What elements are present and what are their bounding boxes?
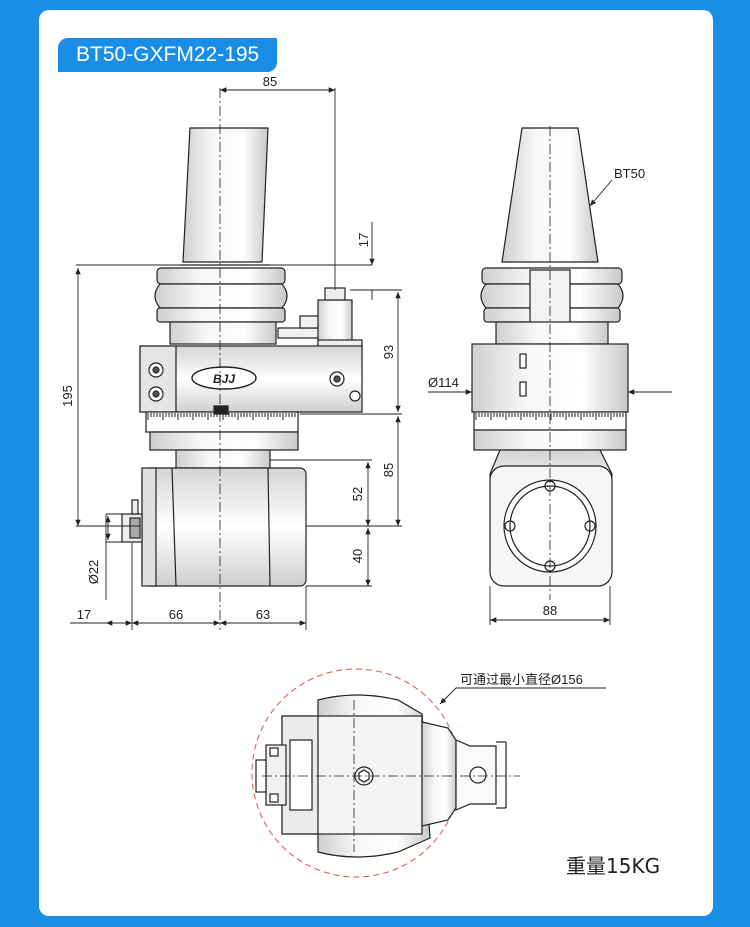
dim-17-small: 17 (356, 233, 371, 247)
brand-logo-oval (191, 366, 257, 390)
dim-52: 52 (350, 487, 365, 501)
front-scale-ticks (147, 413, 296, 420)
dim-17-left: 17 (77, 607, 91, 622)
front-view (121, 127, 363, 587)
dim-66: 66 (169, 607, 183, 622)
min-pass-diameter-label: 可通过最小直径Ø156 (460, 672, 583, 687)
dim-dia-22: Ø22 (86, 560, 101, 585)
dim-195: 195 (60, 385, 75, 407)
dim-93: 93 (381, 345, 396, 359)
dim-88: 88 (543, 603, 557, 618)
top-view (251, 668, 606, 878)
dim-63: 63 (256, 607, 270, 622)
taper-label: BT50 (614, 166, 645, 181)
side-scale-ticks (475, 413, 624, 420)
front-flange (156, 267, 286, 285)
model-title: BT50-GXFM22-195 (58, 38, 278, 72)
dim-40: 40 (350, 549, 365, 563)
front-dimension-texts: 85 17 195 93 85 52 40 Ø22 17 66 63 (60, 74, 396, 622)
side-dimension-lines (428, 179, 672, 625)
dim-dia-114: Ø114 (428, 375, 459, 390)
front-dimension-lines (70, 87, 402, 630)
dim-85-top: 85 (263, 74, 277, 89)
brand-logo: BJJ (213, 372, 235, 386)
weight-label: 重量15KG (566, 854, 661, 878)
front-taper (182, 127, 269, 263)
dim-85-side: 85 (381, 463, 396, 477)
side-view (471, 127, 629, 587)
front-head (141, 467, 307, 587)
